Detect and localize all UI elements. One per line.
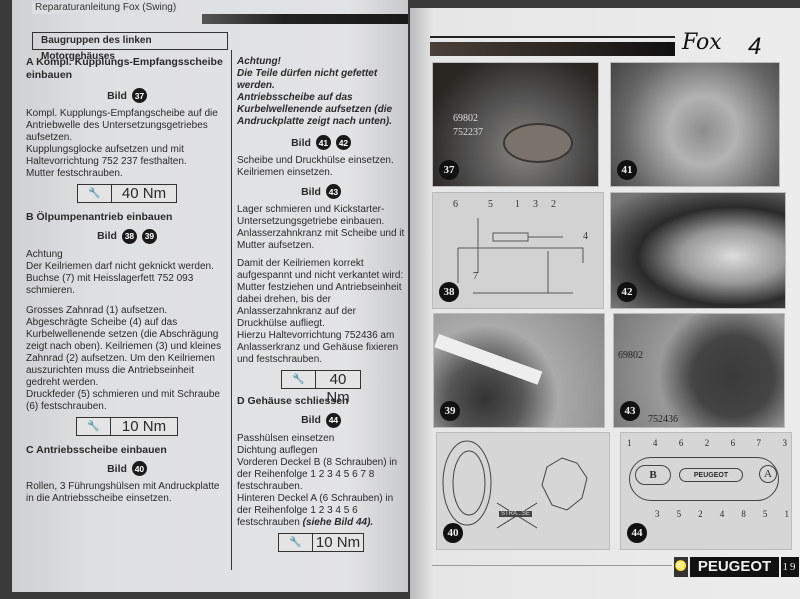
wrench-icon: 🔧 bbox=[77, 417, 111, 435]
torque-box-a: 🔧40 Nm bbox=[77, 184, 177, 203]
torque-box-d: 🔧10 Nm bbox=[278, 532, 364, 552]
photo-38-diagram: 6 5 1 3 2 4 7 38 bbox=[432, 192, 604, 309]
arrow-icon bbox=[434, 334, 543, 385]
running-header: Reparaturanleitung Fox (Swing) bbox=[32, 2, 180, 14]
section-d-heading: D Gehäuse schliessen bbox=[237, 395, 349, 407]
section-d-ref: (siehe Bild 44). bbox=[302, 516, 374, 528]
section-c-heading: C Antriebsscheibe einbauen bbox=[26, 443, 167, 456]
peugeot-lion-icon: ♌ bbox=[674, 557, 688, 577]
section-b-warning: Achtung Der Keilriemen darf nicht geknic… bbox=[26, 248, 214, 296]
figure-number: 40 bbox=[443, 523, 463, 543]
right-column: Achtung! Die Teile dürfen nicht gefettet… bbox=[237, 56, 405, 552]
footer-rule bbox=[432, 565, 672, 566]
text-43: Lager schmieren und Kickstarter-Unterset… bbox=[237, 204, 405, 251]
text-43-detail: Damit der Keilriemen korrekt aufgespannt… bbox=[237, 258, 404, 365]
photo-41: 41 bbox=[610, 62, 780, 187]
photo-42: 42 bbox=[610, 192, 786, 309]
photo-39: 39 bbox=[433, 313, 605, 428]
header-rule bbox=[430, 36, 675, 38]
left-column: A Kompl. Kupplungs-Empfangsscheibe einba… bbox=[26, 56, 228, 505]
header-bar bbox=[430, 42, 675, 56]
figure-number: 44 bbox=[627, 523, 647, 543]
section-a-heading: A Kompl. Kupplungs-Empfangsscheibe einba… bbox=[26, 56, 223, 81]
photo-37: 69802 752237 37 bbox=[432, 62, 599, 187]
right-page: Fox 4 69802 752237 37 41 6 5 1 3 2 4 7 3… bbox=[410, 8, 800, 599]
figure-number: 39 bbox=[141, 228, 157, 244]
photo-40-diagram: STRA...SE 40 bbox=[436, 432, 610, 550]
wrench-icon: 🔧 bbox=[78, 185, 112, 202]
torque-box-43: 🔧40 Nm bbox=[281, 370, 361, 406]
section-b-heading: B Ölpumpenantrieb einbauen bbox=[26, 211, 173, 223]
figure-number: 41 bbox=[617, 160, 637, 180]
torque-box-b: 🔧10 Nm bbox=[76, 416, 178, 436]
figure-number: 39 bbox=[440, 401, 460, 421]
wrench-icon: 🔧 bbox=[279, 533, 313, 551]
fox-logo: Fox bbox=[682, 30, 722, 55]
figure-number: 42 bbox=[617, 282, 637, 302]
text-41-42: Scheibe und Druckhülse einsetzen. Keilri… bbox=[237, 155, 394, 178]
figure-number: 37 bbox=[131, 88, 147, 103]
header-bar bbox=[202, 14, 408, 24]
fox-logo-mark: 4 bbox=[748, 33, 762, 60]
left-page: Reparaturanleitung Fox (Swing) Baugruppe… bbox=[12, 0, 408, 592]
photo-43: 69802 752436 43 bbox=[613, 313, 785, 428]
figure-number: 41 bbox=[315, 135, 331, 150]
figure-number: 38 bbox=[439, 282, 459, 302]
figure-number: 43 bbox=[325, 184, 341, 199]
page-number: 19 bbox=[781, 557, 799, 577]
figure-number: 43 bbox=[620, 401, 640, 421]
section-d-text: Passhülsen einsetzen Dichtung auflegen V… bbox=[237, 432, 398, 528]
figure-number: 42 bbox=[335, 135, 351, 150]
section-c-text: Rollen, 3 Führungshülsen mit Andruckplat… bbox=[26, 481, 220, 504]
section-box: Baugruppen des linken Motorgehäuses bbox=[32, 32, 228, 62]
figure-number: 44 bbox=[325, 412, 341, 428]
warning-text: Achtung! Die Teile dürfen nicht gefettet… bbox=[237, 56, 393, 127]
section-a-text: Kompl. Kupplungs-Empfangscheibe auf die … bbox=[26, 108, 218, 179]
figure-number: 38 bbox=[121, 228, 137, 244]
section-d-paragraph: Passhülsen einsetzen Dichtung auflegen V… bbox=[237, 433, 405, 529]
peugeot-brand: PEUGEOT bbox=[690, 557, 779, 577]
figure-number: 37 bbox=[439, 160, 459, 180]
figure-number: 40 bbox=[131, 461, 147, 476]
section-b-text: Grosses Zahnrad (1) aufsetzen. Abgeschrä… bbox=[26, 304, 222, 412]
column-divider bbox=[231, 50, 232, 570]
wrench-icon: 🔧 bbox=[282, 371, 316, 388]
